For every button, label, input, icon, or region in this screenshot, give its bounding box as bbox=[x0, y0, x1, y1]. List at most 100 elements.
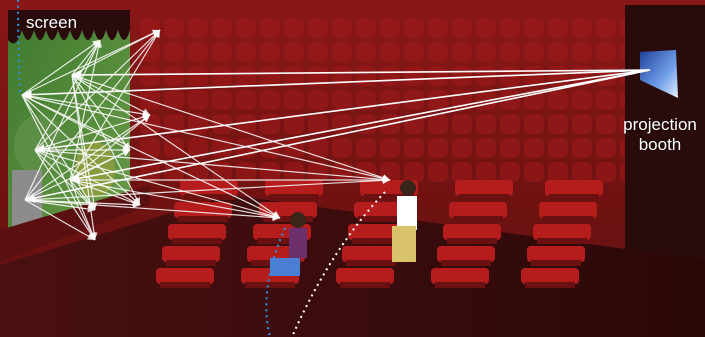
wall-seat-back bbox=[332, 18, 352, 38]
wall-seat-back bbox=[428, 162, 448, 182]
wall-seat-back bbox=[284, 18, 304, 38]
seat-base bbox=[178, 216, 228, 222]
seat bbox=[545, 180, 603, 196]
seat bbox=[455, 180, 513, 196]
wall-seat-back bbox=[572, 138, 592, 158]
wall-seat-back bbox=[476, 42, 496, 62]
projection-booth-label-line1: projection bbox=[612, 115, 705, 135]
wall-seat-back bbox=[308, 90, 328, 110]
wall-seat-back bbox=[452, 162, 472, 182]
wall-seat-back bbox=[476, 162, 496, 182]
seat-base bbox=[184, 194, 234, 200]
wall-seat-back bbox=[140, 90, 160, 110]
wall-seat-back bbox=[356, 42, 376, 62]
wall-seat-back bbox=[308, 18, 328, 38]
wall-seat-back bbox=[548, 18, 568, 38]
wall-seat-back bbox=[284, 42, 304, 62]
wall-seat-back bbox=[356, 138, 376, 158]
wall-seat-back bbox=[500, 114, 520, 134]
wall-seat-back bbox=[260, 42, 280, 62]
wall-seat-back bbox=[524, 66, 544, 86]
wall-seat-back bbox=[212, 18, 232, 38]
wall-seat-back bbox=[380, 66, 400, 86]
wall-seat-back bbox=[428, 66, 448, 86]
wall-seat-back bbox=[404, 18, 424, 38]
wall-seat-back bbox=[428, 42, 448, 62]
wall-seat-back bbox=[404, 138, 424, 158]
wall-seat-back bbox=[212, 66, 232, 86]
seat-base bbox=[531, 260, 581, 266]
wall-seat-back bbox=[428, 90, 448, 110]
wall-seat-back bbox=[548, 42, 568, 62]
wall-seat-back bbox=[380, 18, 400, 38]
wall-seat-back bbox=[164, 90, 184, 110]
wall-seat-back bbox=[380, 90, 400, 110]
wall-seat-back bbox=[548, 114, 568, 134]
seat-base bbox=[166, 260, 216, 266]
wall-seat-back bbox=[188, 42, 208, 62]
seat-base bbox=[160, 282, 210, 288]
seat bbox=[539, 202, 597, 218]
wall-seat-back bbox=[188, 66, 208, 86]
wall-seat-back bbox=[164, 42, 184, 62]
wall-seat-back bbox=[260, 90, 280, 110]
wall-seat-back bbox=[332, 90, 352, 110]
wall-seat-back bbox=[500, 162, 520, 182]
wall-seat-back bbox=[212, 42, 232, 62]
wall-seat-back bbox=[500, 18, 520, 38]
seat bbox=[521, 268, 579, 284]
wall-seat-back bbox=[596, 42, 616, 62]
seat bbox=[265, 180, 323, 196]
wall-seat-back bbox=[572, 162, 592, 182]
wall-seat-back bbox=[524, 42, 544, 62]
wall-seat-back bbox=[188, 90, 208, 110]
seat-base bbox=[543, 216, 593, 222]
wall-seat-back bbox=[596, 90, 616, 110]
wall-seat-back bbox=[548, 138, 568, 158]
wall-seat-back bbox=[404, 42, 424, 62]
wall-seat-back bbox=[428, 18, 448, 38]
seat-base bbox=[537, 238, 587, 244]
wall-seat-back bbox=[236, 162, 256, 182]
wall-seat-back bbox=[140, 138, 160, 158]
seat bbox=[162, 246, 220, 262]
seat-base bbox=[172, 238, 222, 244]
wall-seat-back bbox=[524, 114, 544, 134]
wall-seat-back bbox=[236, 42, 256, 62]
wall-seat-back bbox=[284, 90, 304, 110]
seat-base bbox=[441, 260, 491, 266]
seat bbox=[168, 224, 226, 240]
wall-seat-back bbox=[356, 18, 376, 38]
seat bbox=[437, 246, 495, 262]
wall-seat-back bbox=[260, 18, 280, 38]
wall-seat-back bbox=[260, 114, 280, 134]
seat-base bbox=[459, 194, 509, 200]
seat bbox=[443, 224, 501, 240]
seat-base bbox=[525, 282, 575, 288]
wall-seat-back bbox=[332, 42, 352, 62]
wall-seat-back bbox=[212, 90, 232, 110]
wall-seat-back bbox=[476, 114, 496, 134]
wall-seat-back bbox=[164, 162, 184, 182]
seat-base bbox=[447, 238, 497, 244]
wall-seat-back bbox=[428, 138, 448, 158]
seat-base bbox=[340, 282, 390, 288]
wall-seat-back bbox=[524, 162, 544, 182]
seat-base bbox=[549, 194, 599, 200]
projection-booth-label: projection booth bbox=[612, 115, 705, 155]
wall-seat-back bbox=[260, 66, 280, 86]
seat bbox=[431, 268, 489, 284]
wall-seat-back bbox=[332, 138, 352, 158]
seat-base bbox=[435, 282, 485, 288]
wall-seat-back bbox=[404, 162, 424, 182]
wall-seat-back bbox=[572, 90, 592, 110]
wall-seat-back bbox=[524, 18, 544, 38]
wall-seat-back bbox=[428, 114, 448, 134]
wall-seat-back bbox=[548, 162, 568, 182]
wall-seat-back bbox=[452, 42, 472, 62]
wall-seat-back bbox=[452, 138, 472, 158]
seat bbox=[527, 246, 585, 262]
wall-seat-back bbox=[140, 66, 160, 86]
